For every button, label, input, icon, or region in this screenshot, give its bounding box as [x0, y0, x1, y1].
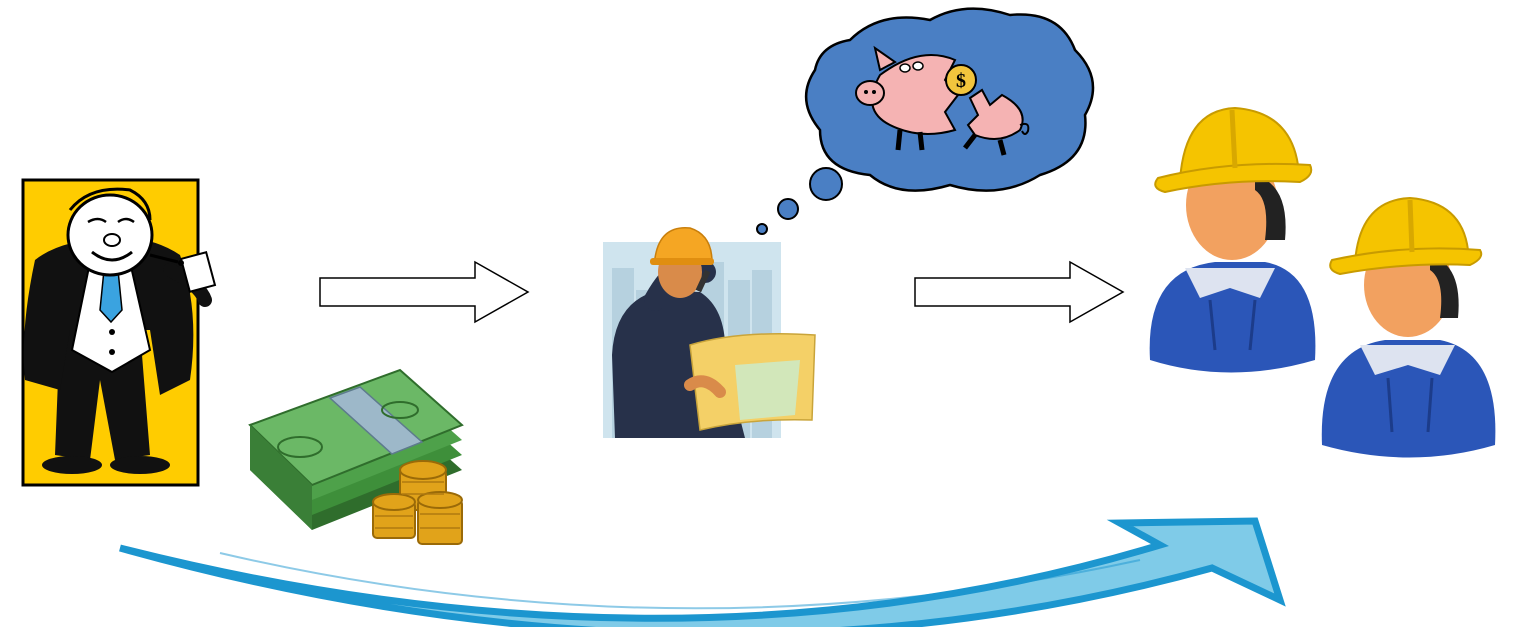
worker-front: [1321, 196, 1496, 458]
contractor-on-phone-icon: [603, 227, 816, 438]
broken-piggy-bank-icon: $: [756, 7, 1095, 235]
arrow-investor-to-contractor: [319, 260, 530, 324]
construction-workers-icon: [1149, 106, 1496, 458]
arrow-contractor-to-workers: [914, 260, 1125, 324]
businessman-cigar-icon: [21, 178, 217, 487]
cash-and-coins-icon: [248, 368, 464, 545]
curved-flow-arrow: [119, 517, 1286, 627]
svg-text:$: $: [956, 70, 966, 92]
worker-back: [1149, 106, 1316, 373]
